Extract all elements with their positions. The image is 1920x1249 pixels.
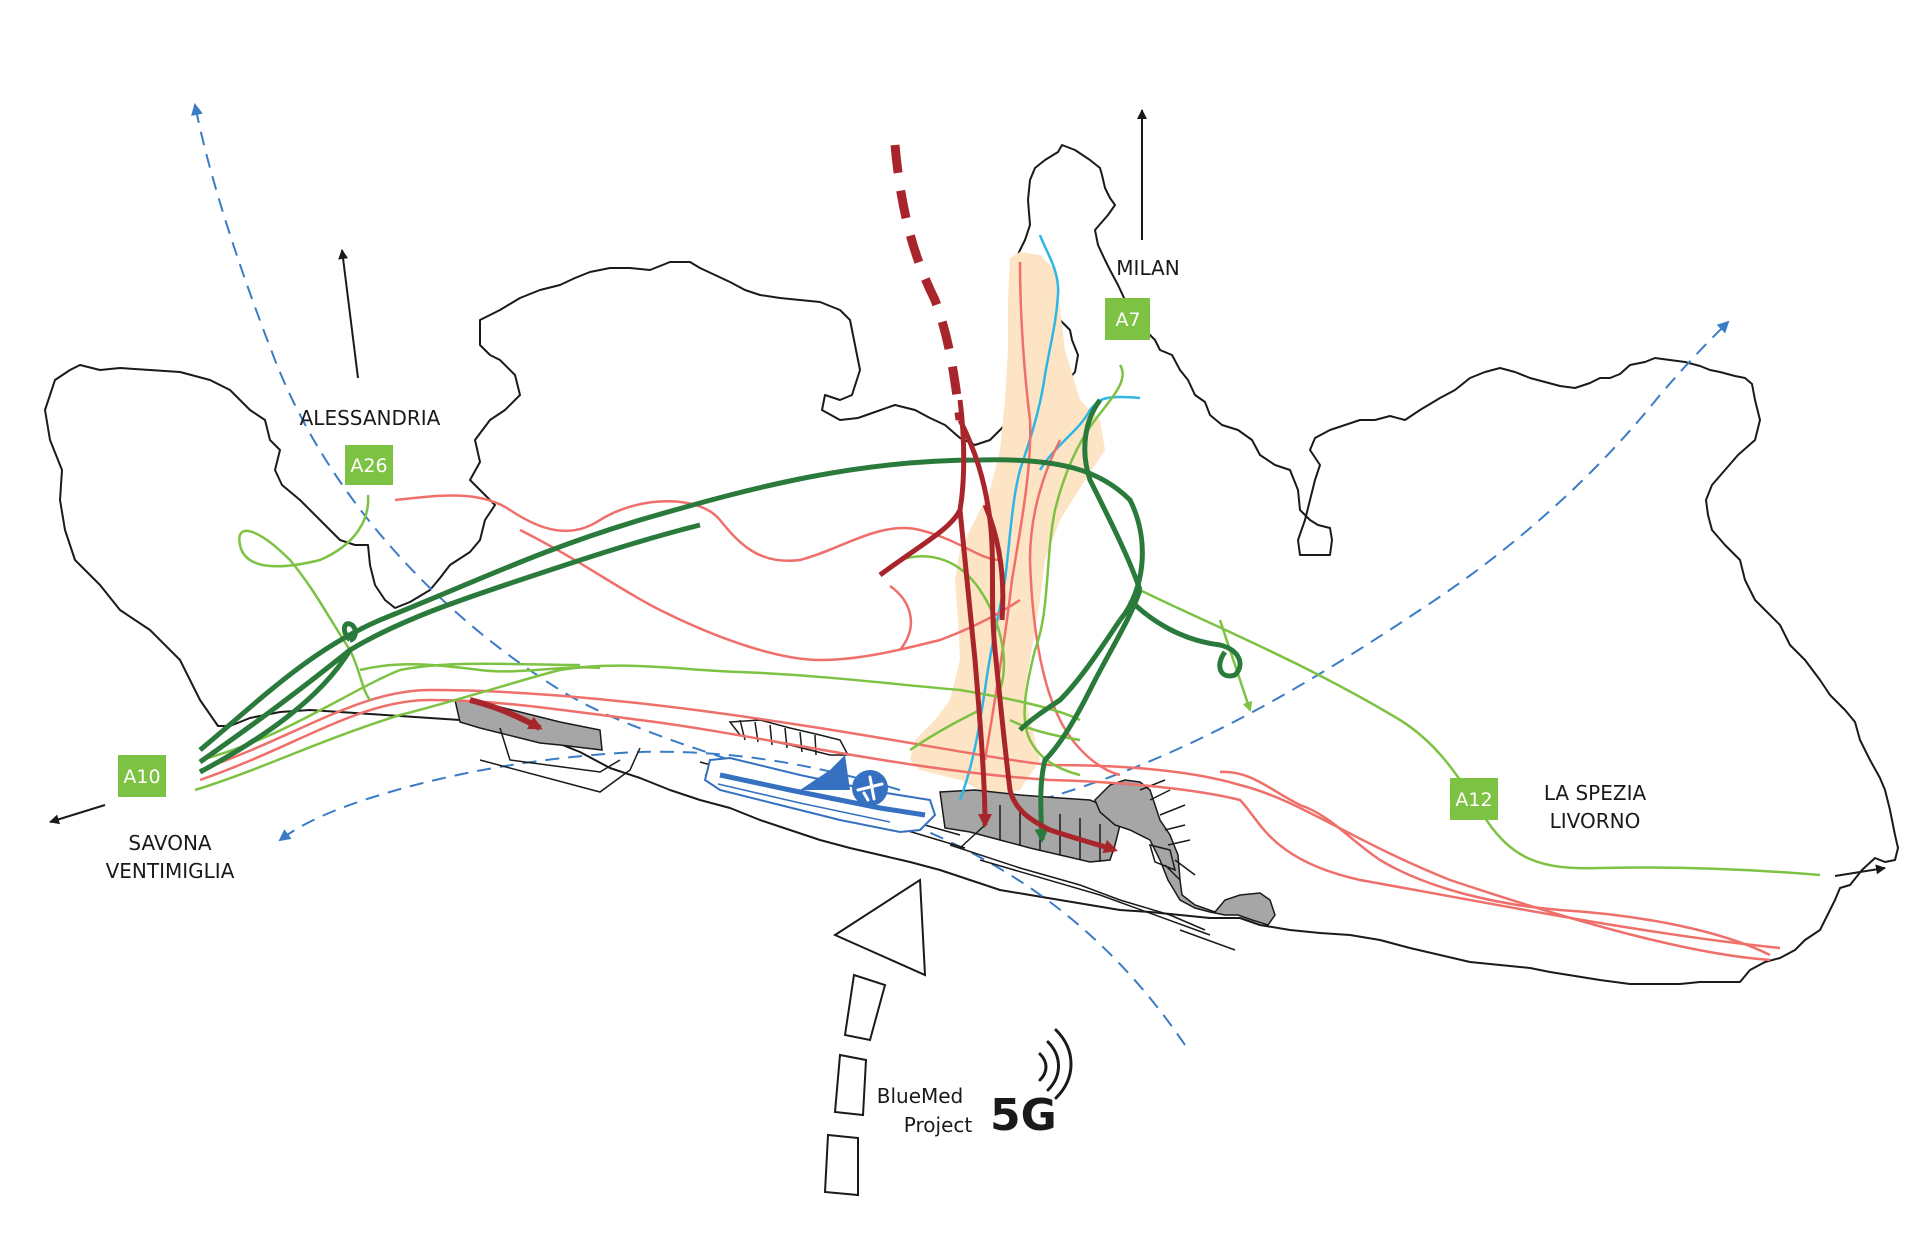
highway-badge-a7: A7 [1105,298,1150,340]
label-alessandria: ALESSANDRIA [300,406,441,430]
direction-arrows [49,109,1886,877]
dark-green-roads [198,398,1243,843]
airport [703,755,937,834]
rail-corridor [910,252,1105,795]
a26-label: A26 [350,455,387,477]
a7-label: A7 [1115,309,1140,331]
label-savona: SAVONA [128,831,212,855]
wifi-signal-icon [1038,1028,1073,1100]
label-5g: 5G [990,1090,1057,1141]
label-la-spezia: LA SPEZIA [1544,781,1647,805]
highway-badge-a12: A12 [1450,778,1498,820]
a10-label: A10 [123,766,160,788]
label-livorno: LIVORNO [1550,809,1641,833]
sea-routes [191,103,1730,1046]
region-outline [44,144,1899,985]
river [958,234,1060,801]
label-bluemed: BlueMed [877,1084,964,1108]
highway-badge-a10: A10 [118,755,166,797]
bluemed-arrow [823,878,927,1197]
a12-label: A12 [1455,789,1492,811]
heavy-rail [469,144,1118,854]
label-milan: MILAN [1116,256,1179,280]
highway-badge-a26: A26 [345,445,393,485]
label-project: Project [904,1113,973,1137]
label-ventimiglia: VENTIMIGLIA [106,859,235,883]
